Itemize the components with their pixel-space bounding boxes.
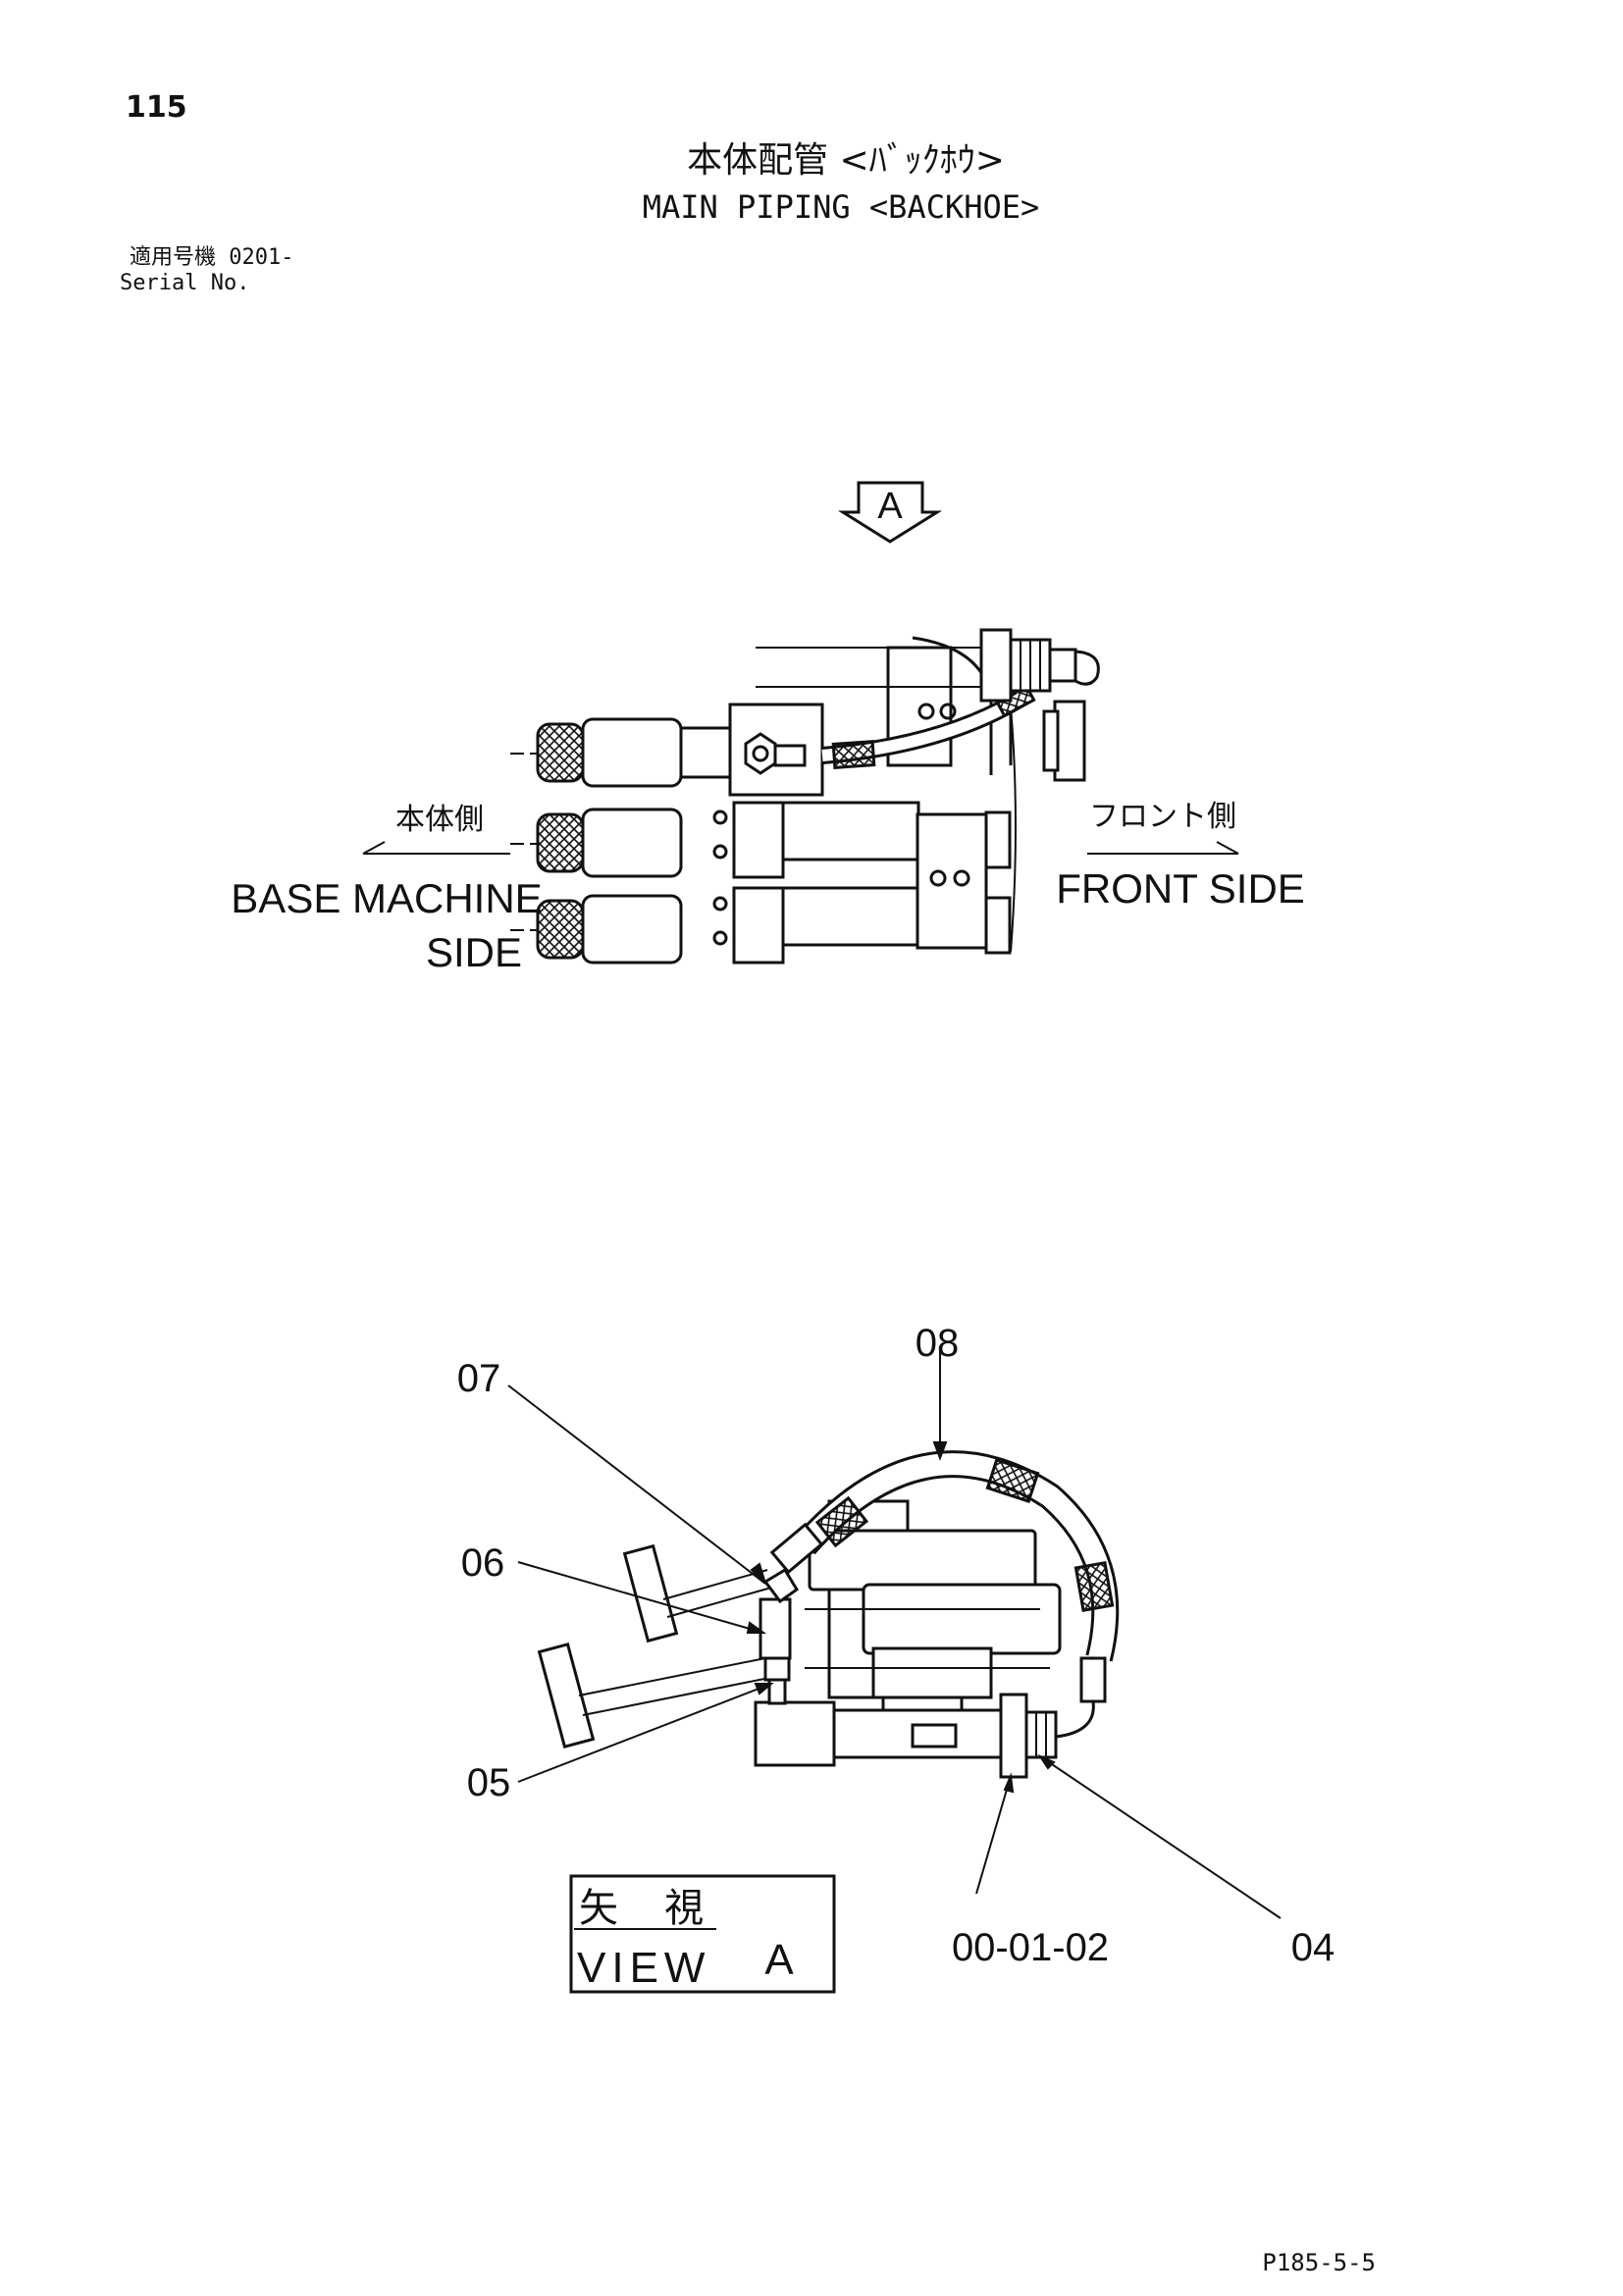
page-title-jp: 本体配管 <ﾊﾞｯｸﾎｳ> (687, 140, 1005, 181)
callout-04: 04 (1291, 1926, 1335, 1969)
hose-middle (536, 801, 785, 879)
front-side-en: FRONT SIDE (1056, 865, 1305, 912)
base-machine-side-label: 本体側 BASE MACHINE SIDE (231, 804, 542, 975)
page-number: 115 (126, 90, 187, 125)
view-a-arrow: A (837, 481, 943, 544)
callout-06: 06 (461, 1541, 505, 1585)
serial-en: Serial No. (120, 271, 250, 295)
top-view-assembly (510, 628, 1100, 965)
base-side-en-line1: BASE MACHINE (231, 875, 542, 921)
base-side-jp: 本体側 (395, 804, 484, 836)
callouts: 07 08 06 05 00-01-02 04 (457, 1322, 1335, 1969)
handle-upper (622, 1543, 772, 1644)
view-a-assembly (537, 1450, 1120, 1779)
leader-lines (507, 1346, 1282, 1919)
handle-lower (537, 1642, 770, 1749)
view-a-caption: 矢 視 VIEW A (569, 1874, 836, 1994)
pipe-centerlines (510, 753, 538, 931)
serial-jp: 適用号機 0201- (130, 245, 294, 270)
base-side-en-line2: SIDE (426, 929, 522, 975)
front-side-label: フロント側 FRONT SIDE (1056, 801, 1305, 912)
hose-upper (536, 717, 732, 788)
manifold-block (728, 636, 1086, 955)
caption-jp: 矢 視 (579, 1887, 721, 1930)
callout-00-01-02: 00-01-02 (952, 1926, 1109, 1969)
title-block: 本体配管 <ﾊﾞｯｸﾎｳ> MAIN PIPING <BACKHOE> (0, 137, 1623, 230)
view-marker-letter: A (877, 486, 903, 527)
caption-en: VIEW (577, 1944, 710, 1992)
callout-08: 08 (916, 1322, 960, 1365)
document-reference: P185-5-5 (1262, 2249, 1376, 2276)
callout-07: 07 (457, 1357, 501, 1400)
page-title-en: MAIN PIPING <BACKHOE> (642, 188, 1040, 226)
hose-lower (536, 886, 785, 965)
callout-05: 05 (467, 1761, 511, 1804)
hose-curved (821, 628, 1100, 769)
hose-08 (762, 1450, 1120, 1739)
caption-letter: A (764, 1936, 794, 1984)
serial-block: 適用号機 0201- Serial No. (120, 245, 293, 296)
front-side-jp: フロント側 (1089, 801, 1236, 833)
